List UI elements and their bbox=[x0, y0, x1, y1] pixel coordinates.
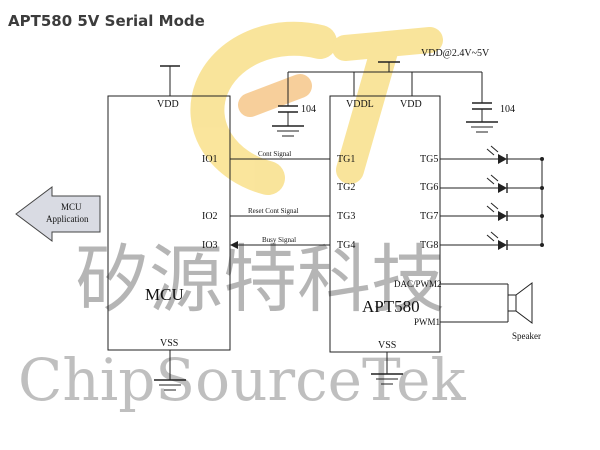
led-tg8-ray1 bbox=[486, 234, 495, 242]
signal-label-io1: Cont Signal bbox=[258, 150, 291, 158]
led-tg7-ray1 bbox=[486, 205, 495, 213]
apt-pin-tg3: TG3 bbox=[337, 211, 355, 222]
watermark-english: ChipSourceTek bbox=[18, 346, 466, 414]
apt-pin-vss: VSS bbox=[378, 340, 396, 351]
capacitor-right bbox=[466, 72, 498, 133]
mcu-application-arrow: MCU Application bbox=[15, 186, 101, 242]
led-array bbox=[440, 145, 544, 250]
led-tg8-icon bbox=[498, 240, 507, 250]
led-tg6-ray1 bbox=[486, 177, 495, 185]
mcu-pin-io2: IO2 bbox=[202, 211, 218, 222]
apt-pin-tg4: TG4 bbox=[337, 240, 355, 251]
mcu-pin-io3: IO3 bbox=[202, 240, 218, 251]
mcu-ground-symbol bbox=[154, 350, 186, 391]
watermark-chinese: 矽源特科技 bbox=[75, 237, 445, 323]
mcu-label: MCU bbox=[145, 285, 184, 304]
led-tg5-ray1 bbox=[486, 148, 495, 156]
apt-pin-tg5: TG5 bbox=[420, 154, 438, 165]
apt-pin-pwm1: PWM1 bbox=[414, 317, 440, 327]
capacitor-left bbox=[272, 72, 304, 137]
led-tg8-ray2 bbox=[490, 231, 499, 239]
apt-ground-symbol bbox=[371, 352, 403, 385]
mcu-pin-vss: VSS bbox=[160, 338, 178, 349]
busy-arrow-icon bbox=[230, 241, 238, 249]
signal-label-io3: Busy Signal bbox=[262, 236, 296, 244]
led-tg5-icon bbox=[498, 154, 507, 164]
diagram-title: APT580 5V Serial Mode bbox=[8, 12, 205, 30]
led-tg6-icon bbox=[498, 183, 507, 193]
capacitor-left-value: 104 bbox=[301, 104, 316, 115]
apt-pin-dac-pwm2: DAC/PWM2 bbox=[394, 279, 442, 289]
mcu-pin-io1: IO1 bbox=[202, 154, 218, 165]
apt-pin-tg1: TG1 bbox=[337, 154, 355, 165]
led-tg6-ray2 bbox=[490, 174, 499, 182]
supply-label: VDD@2.4V~5V bbox=[421, 48, 490, 59]
apt-pin-vddl: VDDL bbox=[346, 99, 374, 110]
apt-pin-tg7: TG7 bbox=[420, 211, 438, 222]
speaker-label: Speaker bbox=[512, 331, 541, 341]
led-tg7-ray2 bbox=[490, 202, 499, 210]
apt-pin-vdd: VDD bbox=[400, 99, 422, 110]
speaker-icon bbox=[507, 282, 533, 324]
apt-pin-tg8: TG8 bbox=[420, 240, 438, 251]
apt-pin-tg6: TG6 bbox=[420, 182, 438, 193]
mcu-block bbox=[107, 95, 231, 351]
mcu-pin-vdd: VDD bbox=[157, 99, 179, 110]
mcu-application-line1: MCU bbox=[61, 202, 82, 212]
apt-pin-tg2: TG2 bbox=[337, 182, 355, 193]
apt580-block bbox=[329, 95, 441, 353]
led-tg5-ray2 bbox=[490, 145, 499, 153]
apt580-label: APT580 bbox=[362, 297, 420, 316]
signal-label-io2: Reset Cont Signal bbox=[248, 207, 299, 215]
mcu-application-line2: Application bbox=[46, 214, 89, 224]
led-tg7-icon bbox=[498, 211, 507, 221]
logo-watermark bbox=[190, 21, 443, 195]
capacitor-right-value: 104 bbox=[500, 104, 515, 115]
